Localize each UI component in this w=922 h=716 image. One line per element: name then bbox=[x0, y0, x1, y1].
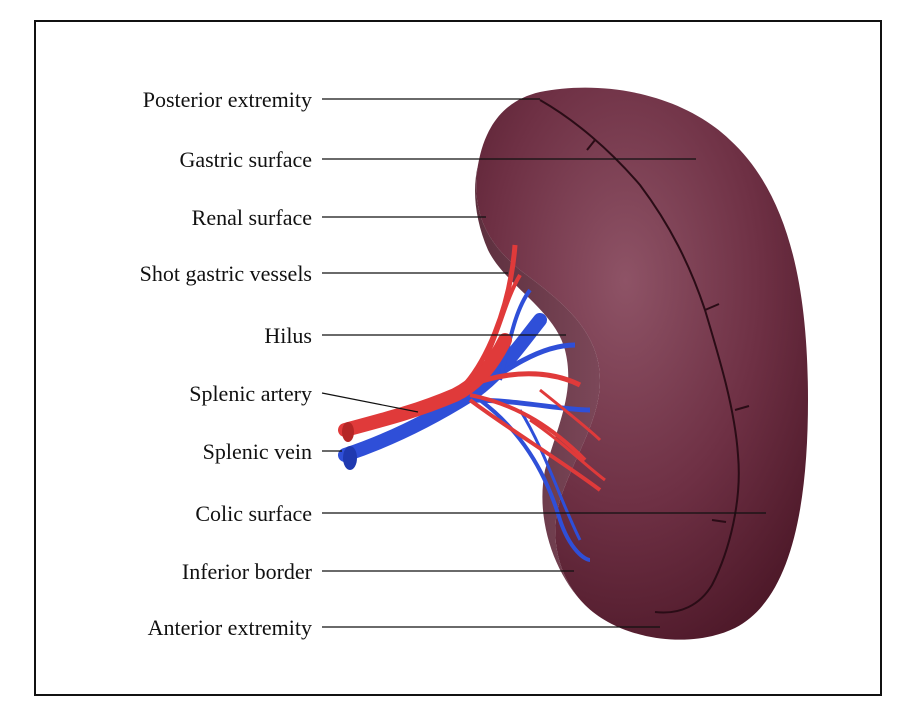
label-text: Anterior extremity bbox=[148, 615, 312, 640]
artery-branch-7 bbox=[529, 418, 606, 482]
renal-surface-region bbox=[475, 165, 600, 605]
artery-branch-3 bbox=[469, 393, 587, 462]
vein-branch-1 bbox=[468, 342, 576, 398]
label-anterior-extremity: Anterior extremity bbox=[148, 615, 660, 640]
label-colic-surface: Colic surface bbox=[195, 501, 766, 526]
label-splenic-vein: Splenic vein bbox=[203, 439, 342, 464]
label-inferior-border: Inferior border bbox=[182, 559, 574, 584]
splenic-vein-end bbox=[343, 446, 357, 470]
label-hilus: Hilus bbox=[264, 323, 566, 348]
vein-branch-5 bbox=[518, 409, 582, 541]
label-splenic-artery: Splenic artery bbox=[189, 381, 419, 413]
label-text: Inferior border bbox=[182, 559, 313, 584]
spleen-body bbox=[476, 87, 808, 640]
label-text: Splenic artery bbox=[189, 381, 312, 406]
label-short-gastric-vessels: Shot gastric vessels bbox=[140, 261, 508, 286]
splenic-vein bbox=[338, 313, 547, 462]
label-gastric-surface: Gastric surface bbox=[179, 147, 696, 172]
notch-1 bbox=[586, 139, 596, 151]
label-text: Hilus bbox=[264, 323, 312, 348]
label-text: Gastric surface bbox=[179, 147, 312, 172]
label-text: Shot gastric vessels bbox=[140, 261, 312, 286]
leader-line bbox=[321, 392, 419, 413]
splenic-artery bbox=[338, 333, 512, 437]
label-renal-surface: Renal surface bbox=[192, 205, 486, 230]
artery-branch-6 bbox=[539, 388, 602, 442]
artery-branch-5 bbox=[483, 273, 522, 361]
label-text: Renal surface bbox=[192, 205, 312, 230]
label-text: Posterior extremity bbox=[143, 87, 312, 112]
notch-3 bbox=[734, 405, 750, 411]
vein-branch-4 bbox=[498, 288, 532, 381]
artery-branch-4 bbox=[468, 398, 602, 492]
label-posterior-extremity: Posterior extremity bbox=[143, 87, 540, 112]
label-text: Colic surface bbox=[195, 501, 312, 526]
splenic-artery-end bbox=[342, 422, 354, 442]
label-text: Splenic vein bbox=[203, 439, 312, 464]
notch-2 bbox=[704, 303, 720, 311]
notch-4 bbox=[711, 519, 727, 523]
ridge-line bbox=[539, 99, 740, 614]
artery-branch-2 bbox=[469, 371, 582, 388]
